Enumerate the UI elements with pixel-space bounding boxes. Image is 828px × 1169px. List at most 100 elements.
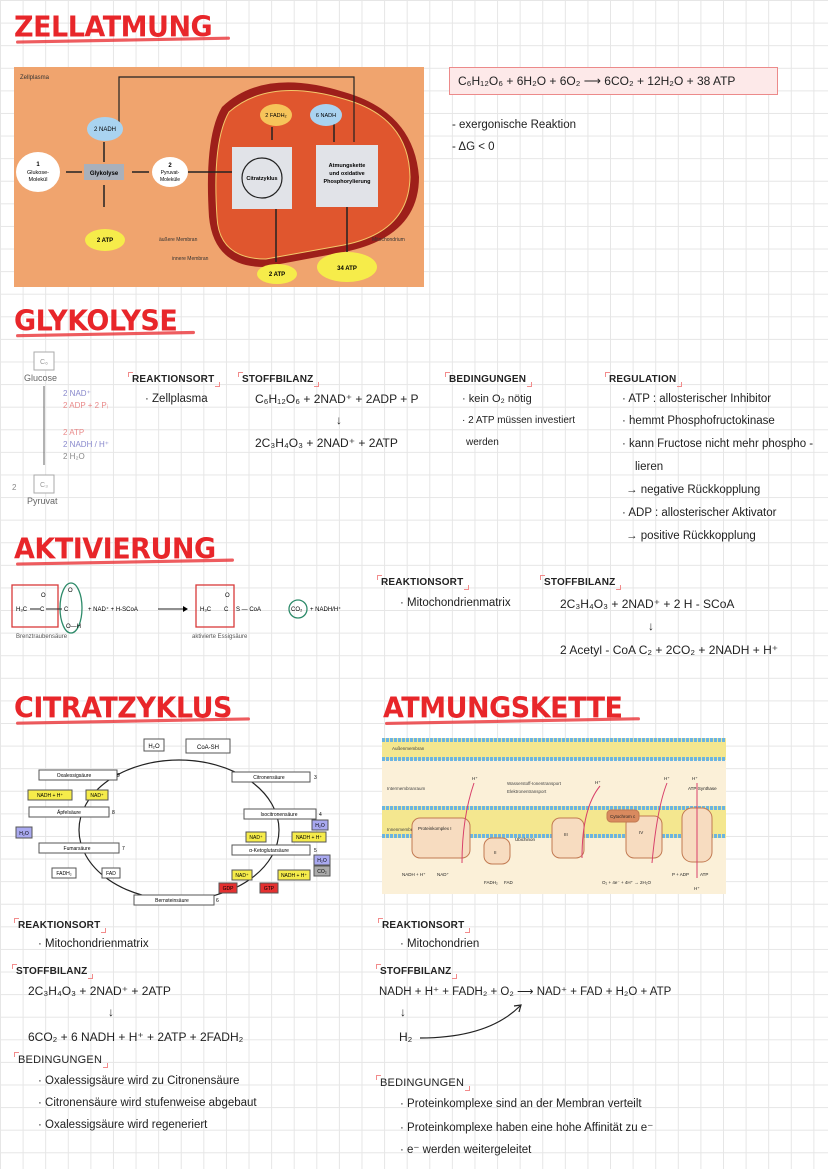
svg-text:9: 9 bbox=[117, 773, 120, 779]
svg-text:Isocitronensäure: Isocitronensäure bbox=[261, 812, 298, 818]
title-atmungskette: ATMUNGSKETTE bbox=[383, 692, 623, 725]
svg-text:ATP-Synthase: ATP-Synthase bbox=[688, 786, 717, 791]
svg-text:C₃: C₃ bbox=[40, 482, 48, 489]
svg-text:2 ADP + 2 Pᵢ: 2 ADP + 2 Pᵢ bbox=[63, 401, 108, 410]
text: · 2 ATP müssen investiert bbox=[462, 415, 576, 426]
svg-text:FAD: FAD bbox=[106, 871, 116, 877]
svg-text:C: C bbox=[64, 607, 69, 613]
svg-text:ATP: ATP bbox=[700, 872, 708, 877]
svg-text:Molekül: Molekül bbox=[29, 177, 48, 183]
text: · Citronensäure wird stufenweise abgebau… bbox=[38, 1097, 257, 1109]
text: · ADP : allosterischer Aktivator bbox=[622, 507, 777, 519]
heading-reaktionsort: REAKTIONSORT bbox=[128, 372, 221, 387]
svg-text:2 NADH: 2 NADH bbox=[94, 127, 116, 133]
svg-text:5: 5 bbox=[314, 848, 317, 854]
svg-text:Proteinkomplex I: Proteinkomplex I bbox=[418, 826, 452, 831]
text: · ATP : allosterischer Inhibitor bbox=[622, 393, 772, 405]
svg-text:NADH + H⁺: NADH + H⁺ bbox=[281, 873, 307, 879]
text: · Mitochondrien bbox=[400, 938, 480, 950]
text: · kann Fructose nicht mehr phospho - bbox=[622, 438, 814, 450]
equation: 2C₃H₄O₃ + 2NAD⁺ + 2ATP bbox=[255, 436, 398, 450]
equation: NADH + H⁺ + FADH₂ + O₂ ⟶ NAD⁺ + FAD + H₂… bbox=[379, 986, 672, 998]
svg-text:2 H₂O: 2 H₂O bbox=[63, 452, 85, 461]
text: · Mitochondrienmatrix bbox=[400, 597, 511, 609]
svg-text:FADH₂: FADH₂ bbox=[56, 871, 71, 877]
svg-text:CO₂: CO₂ bbox=[291, 607, 303, 613]
svg-text:NAD⁺: NAD⁺ bbox=[235, 873, 249, 879]
svg-text:Wasserstoff-Ionentransport: Wasserstoff-Ionentransport bbox=[507, 781, 562, 786]
svg-text:H⁺: H⁺ bbox=[664, 776, 670, 781]
svg-text:Phosphorylierung: Phosphorylierung bbox=[323, 179, 370, 185]
svg-text:Brenztraubensäure: Brenztraubensäure bbox=[16, 634, 68, 640]
svg-text:H⁺: H⁺ bbox=[694, 886, 700, 891]
svg-text:IV: IV bbox=[639, 830, 643, 835]
svg-text:Außenmembran: Außenmembran bbox=[392, 746, 425, 751]
title-glykolyse: GLYKOLYSE bbox=[14, 305, 178, 338]
svg-text:NAD⁺: NAD⁺ bbox=[437, 872, 450, 877]
svg-text:Intermembranraum: Intermembranraum bbox=[387, 786, 426, 791]
svg-text:GDP: GDP bbox=[223, 886, 235, 892]
svg-text:C: C bbox=[224, 607, 229, 613]
equation: 2C₃H₄O₃ + 2NAD⁺ + 2ATP bbox=[28, 984, 171, 998]
note: - ΔG < 0 bbox=[452, 141, 495, 153]
svg-text:6 NADH: 6 NADH bbox=[316, 113, 336, 119]
equation: C₆H₁₂O₆ + 2NAD⁺ + 2ADP + P bbox=[255, 392, 419, 406]
arrow: ↓ bbox=[336, 413, 342, 427]
heading-regulation: REGULATION bbox=[605, 372, 683, 387]
svg-text:7: 7 bbox=[122, 846, 125, 852]
svg-text:P + ADP: P + ADP bbox=[672, 872, 689, 877]
svg-text:innere Membran: innere Membran bbox=[172, 256, 209, 262]
equation: 6CO₂ + 6 NADH + H⁺ + 2ATP + 2FADH₂ bbox=[28, 1030, 244, 1044]
text: · kein O₂ nötig bbox=[462, 393, 532, 405]
text: · Zellplasma bbox=[145, 393, 208, 405]
svg-text:Fumarsäure: Fumarsäure bbox=[64, 846, 91, 852]
svg-text:H⁺: H⁺ bbox=[595, 780, 601, 785]
svg-text:2: 2 bbox=[168, 163, 172, 169]
svg-text:+ NAD⁺ + H-SCoA: + NAD⁺ + H-SCoA bbox=[88, 606, 138, 613]
arrow: ↓ bbox=[108, 1005, 114, 1019]
curved-arrow-icon bbox=[419, 1004, 522, 1039]
svg-text:Ubichinon: Ubichinon bbox=[515, 837, 536, 842]
note: - exergonische Reaktion bbox=[452, 119, 577, 131]
svg-text:Pyruvat-: Pyruvat- bbox=[161, 170, 180, 176]
svg-text:C₆: C₆ bbox=[40, 359, 48, 366]
text: → negative Rückkopplung bbox=[626, 484, 761, 496]
title-citratzyklus: CITRATZYKLUS bbox=[14, 692, 232, 725]
svg-text:NADH + H⁺: NADH + H⁺ bbox=[296, 835, 322, 841]
svg-text:Citratzyklus: Citratzyklus bbox=[246, 176, 277, 182]
title-aktivierung: AKTIVIERUNG bbox=[14, 533, 216, 566]
equation: 2 Acetyl - CoA C₂ + 2CO₂ + 2NADH + H⁺ bbox=[560, 643, 779, 657]
svg-text:Cytochrom c: Cytochrom c bbox=[610, 814, 636, 819]
svg-text:O: O bbox=[225, 593, 230, 599]
svg-text:Glucose: Glucose bbox=[24, 373, 57, 383]
svg-text:Glykolyse: Glykolyse bbox=[90, 171, 119, 177]
heading-stoffbilanz: STOFFBILANZ bbox=[376, 964, 458, 979]
heading-bedingungen: BEDINGUNGEN bbox=[14, 1052, 109, 1068]
svg-text:α-Ketoglutarsäure: α-Ketoglutarsäure bbox=[249, 848, 289, 854]
svg-text:34 ATP: 34 ATP bbox=[337, 266, 357, 272]
text: · Proteinkomplexe haben eine hohe Affini… bbox=[400, 1122, 654, 1134]
svg-text:4: 4 bbox=[319, 812, 322, 818]
text: · Proteinkomplexe sind an der Membran ve… bbox=[400, 1098, 642, 1110]
svg-text:Oxalessigsäure: Oxalessigsäure bbox=[57, 773, 92, 779]
svg-text:1: 1 bbox=[36, 162, 40, 168]
arrow: ↓ bbox=[400, 1005, 406, 1019]
svg-text:H₂O: H₂O bbox=[148, 744, 160, 750]
svg-text:3: 3 bbox=[314, 775, 317, 781]
svg-text:O: O bbox=[41, 593, 46, 599]
svg-text:CoA-SH: CoA-SH bbox=[197, 745, 219, 751]
svg-text:+ NADH/H⁺: + NADH/H⁺ bbox=[310, 606, 341, 613]
svg-text:H₃C: H₃C bbox=[200, 607, 212, 613]
svg-text:2 FADH₂: 2 FADH₂ bbox=[265, 113, 286, 119]
svg-text:Bernsteinsäure: Bernsteinsäure bbox=[155, 898, 189, 904]
svg-text:FADH₂: FADH₂ bbox=[484, 880, 498, 885]
text: · Oxalessigsäure wird regeneriert bbox=[38, 1119, 208, 1131]
heading-reaktionsort: REAKTIONSORT bbox=[378, 918, 471, 933]
svg-text:6: 6 bbox=[216, 898, 219, 904]
svg-text:GTP: GTP bbox=[264, 886, 275, 892]
heading-reaktionsort: REAKTIONSORT bbox=[377, 575, 470, 590]
arrow: ↓ bbox=[648, 619, 654, 633]
svg-text:2 ATP: 2 ATP bbox=[269, 272, 285, 278]
svg-text:H⁺: H⁺ bbox=[472, 776, 478, 781]
